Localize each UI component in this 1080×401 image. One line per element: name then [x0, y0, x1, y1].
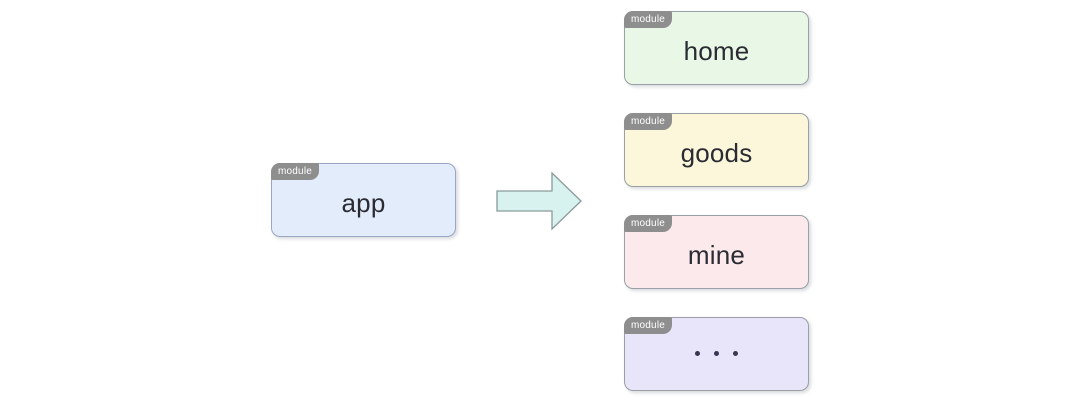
module-badge: module	[624, 215, 672, 232]
module-card-label: mine	[687, 240, 746, 270]
module-card-app[interactable]: module app	[271, 163, 456, 237]
module-badge: module	[624, 113, 672, 130]
ellipsis-dot	[733, 350, 738, 356]
module-badge: module	[624, 11, 672, 28]
module-card-ellipsis[interactable]: module ...	[624, 317, 809, 391]
module-badge: module	[624, 317, 672, 334]
ellipsis-icon	[695, 350, 738, 358]
module-card-mine[interactable]: module mine	[624, 215, 809, 289]
module-card-home[interactable]: module home	[624, 11, 809, 85]
ellipsis-dot	[695, 350, 700, 356]
module-badge: module	[271, 163, 319, 180]
module-card-goods[interactable]: module goods	[624, 113, 809, 187]
ellipsis-dot	[714, 350, 719, 356]
module-card-label: home	[683, 36, 750, 66]
module-card-label: app	[341, 188, 386, 218]
module-card-label: goods	[680, 138, 753, 168]
right-arrow-icon	[494, 170, 584, 232]
